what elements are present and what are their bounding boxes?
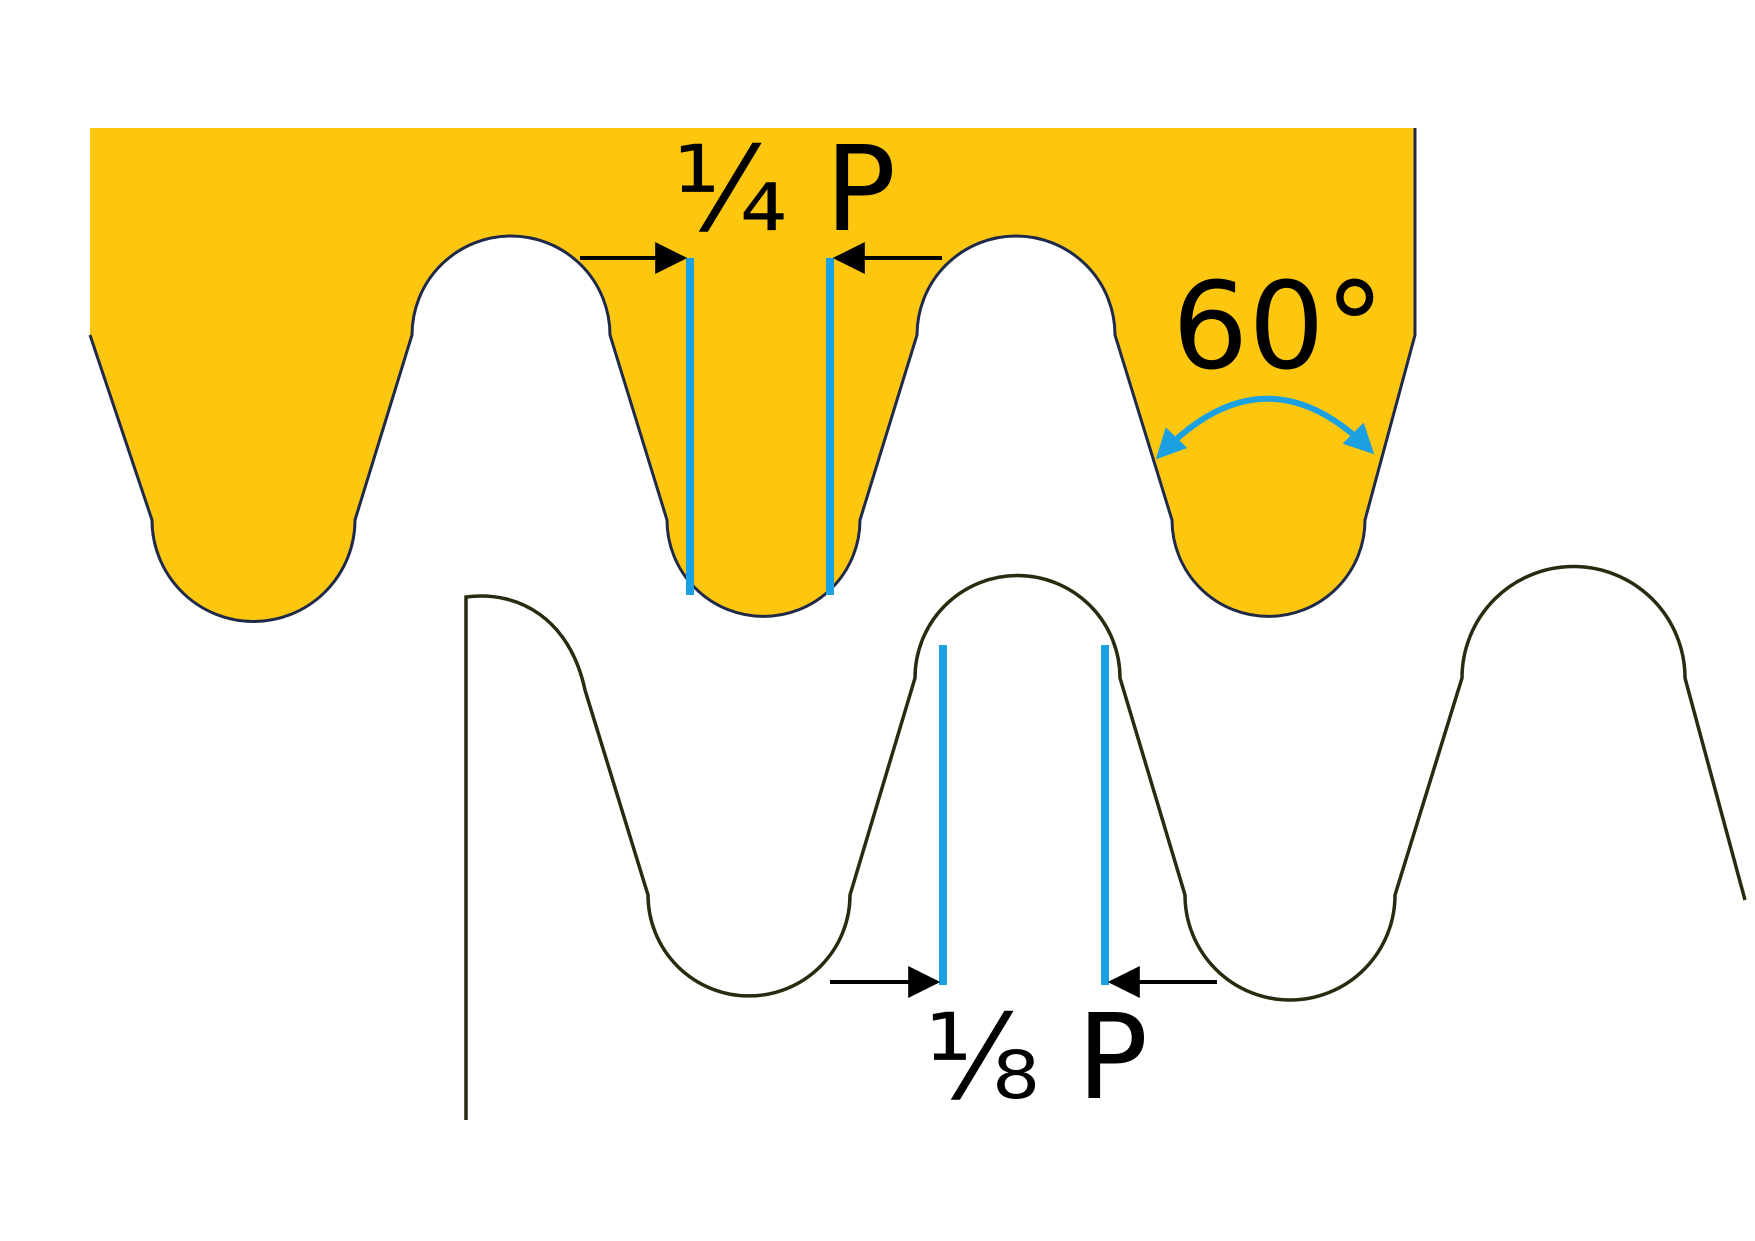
- external-thread-outline: [464, 564, 1747, 1120]
- angle-arc-arrow-icon: [1155, 395, 1375, 460]
- external-width-label: ⅛ P: [925, 988, 1148, 1126]
- internal-thread-profile: [90, 128, 1415, 622]
- internal-thread-outline: [88, 128, 1417, 623]
- internal-width-label: ¼ P: [673, 120, 896, 258]
- thread-angle-label: 60°: [1172, 258, 1385, 397]
